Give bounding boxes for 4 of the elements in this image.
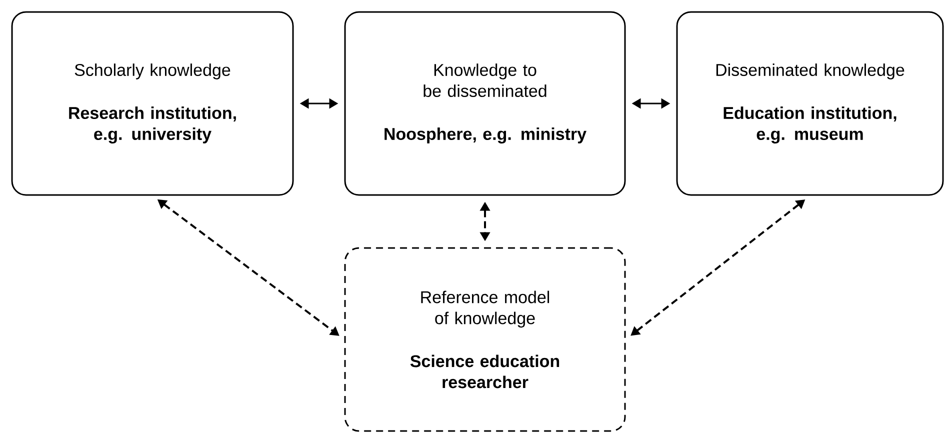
rounded-box: Knowledge to be disseminated Noosphere, e.g. ministry: [344, 11, 626, 196]
rounded-box: Scholarly knowledge Research institution, e.g. university: [11, 11, 294, 196]
rounded-box: Disseminated knowledge Education institution, e.g. museum: [676, 11, 944, 196]
dashed-box: Reference model of knowledge Science education researcher: [344, 247, 626, 432]
